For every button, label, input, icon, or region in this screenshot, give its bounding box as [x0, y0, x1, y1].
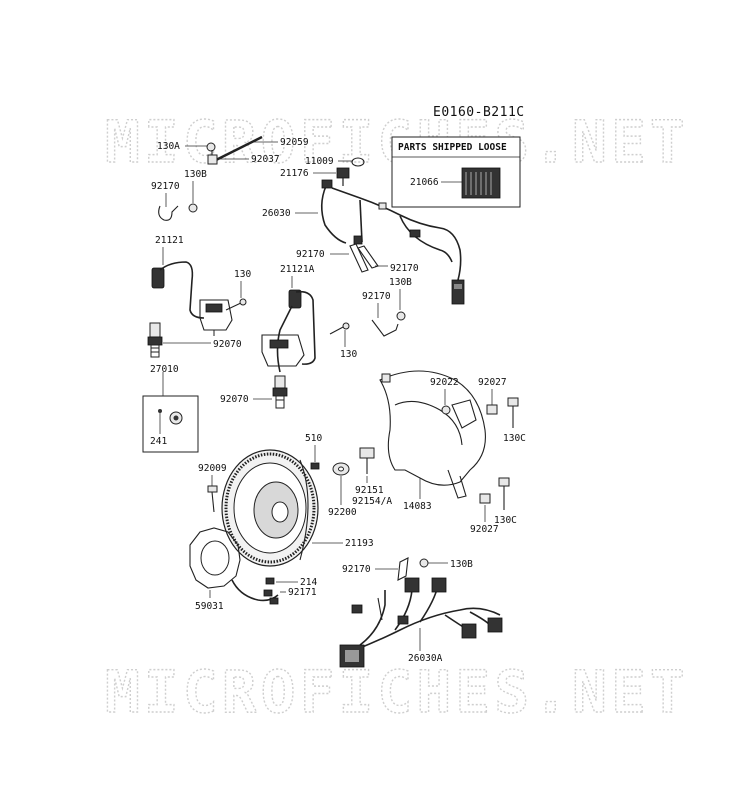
flywheel-21193[interactable] — [221, 449, 319, 567]
ignition-coil-21121[interactable] — [151, 261, 233, 336]
callout-92170-d[interactable]: 92170 — [362, 291, 391, 302]
parts-shipped-loose-box: PARTS SHIPPED LOOSE 21066 — [391, 136, 521, 208]
callout-92151[interactable]: 92151 — [355, 485, 384, 496]
callout-92170-e[interactable]: 92170 — [342, 564, 371, 575]
kit-box-27010: 27010 241 — [142, 364, 199, 453]
bolt-130-a[interactable] — [225, 298, 247, 311]
callout-130C-b[interactable]: 130C — [494, 515, 517, 526]
rod-92059[interactable] — [215, 135, 263, 162]
key-510[interactable] — [310, 462, 320, 470]
callout-21121[interactable]: 21121 — [155, 235, 184, 246]
callout-130-a[interactable]: 130 — [234, 269, 251, 280]
part-241[interactable] — [169, 411, 183, 425]
clip-92037[interactable] — [207, 154, 218, 165]
callout-26030[interactable]: 26030 — [262, 208, 291, 219]
harness-26030A[interactable] — [339, 577, 503, 668]
terminal-214[interactable] — [265, 577, 275, 585]
washer-92200[interactable] — [332, 462, 350, 476]
callout-214[interactable]: 214 — [300, 577, 317, 588]
bolt-130C-a[interactable] — [507, 397, 519, 428]
bolt-130C-b[interactable] — [498, 477, 510, 510]
harness-26030[interactable] — [320, 179, 465, 305]
callout-21066[interactable]: 21066 — [410, 177, 439, 188]
clamp-92170-c[interactable] — [357, 245, 379, 269]
diagram-code: E0160-B211C — [433, 105, 525, 120]
callout-92037[interactable]: 92037 — [251, 154, 280, 165]
spark-plug-92070-b[interactable] — [272, 375, 288, 409]
clamp-92170-d[interactable] — [371, 319, 399, 337]
bolt-92009[interactable] — [207, 485, 218, 513]
bolt-130B-b[interactable] — [396, 311, 406, 321]
callout-27010[interactable]: 27010 — [150, 364, 179, 375]
switch-21176[interactable] — [336, 167, 350, 186]
bolt-130A[interactable] — [206, 142, 216, 152]
bolt-130B-a[interactable] — [188, 203, 198, 213]
callout-241[interactable]: 241 — [150, 436, 167, 447]
callout-130C-a[interactable]: 130C — [503, 433, 526, 444]
watermark-bottom: MICROFICHES.NET — [105, 658, 689, 726]
callout-21121A[interactable]: 21121A — [280, 264, 315, 275]
callout-92171[interactable]: 92171 — [288, 587, 317, 598]
callout-130A[interactable]: 130A — [157, 141, 180, 152]
collar-92027-b[interactable] — [479, 493, 491, 504]
clamp-92170-a[interactable] — [158, 205, 179, 221]
callout-21193[interactable]: 21193 — [345, 538, 374, 549]
clamp-92170-b[interactable] — [349, 243, 369, 273]
callout-130B-c[interactable]: 130B — [450, 559, 473, 570]
spark-plug-92070-a[interactable] — [147, 322, 163, 358]
callout-92022[interactable]: 92022 — [430, 377, 459, 388]
callout-92059[interactable]: 92059 — [280, 137, 309, 148]
shipped-loose-title: PARTS SHIPPED LOOSE — [398, 142, 507, 153]
clamp-92170-e[interactable] — [397, 557, 409, 581]
collar-92027-a[interactable] — [486, 404, 498, 415]
bolt-130-b[interactable] — [329, 322, 350, 335]
callout-92200[interactable]: 92200 — [328, 507, 357, 518]
callout-92009[interactable]: 92009 — [198, 463, 227, 474]
callout-130B-a[interactable]: 130B — [184, 169, 207, 180]
bolt-92151[interactable] — [359, 447, 375, 474]
callout-92170-b[interactable]: 92170 — [296, 249, 325, 260]
callout-92070-a[interactable]: 92070 — [213, 339, 242, 350]
callout-11009[interactable]: 11009 — [305, 156, 334, 167]
gasket-11009[interactable] — [351, 157, 365, 167]
callout-92170-a[interactable]: 92170 — [151, 181, 180, 192]
callout-92027-a[interactable]: 92027 — [478, 377, 507, 388]
callout-92070-b[interactable]: 92070 — [220, 394, 249, 405]
stator-59031[interactable] — [189, 527, 279, 605]
callout-130-b[interactable]: 130 — [340, 349, 357, 360]
callout-130B-b[interactable]: 130B — [389, 277, 412, 288]
callout-59031[interactable]: 59031 — [195, 601, 224, 612]
housing-14083[interactable] — [379, 370, 486, 499]
callout-92154A[interactable]: 92154/A — [352, 496, 392, 507]
callout-510[interactable]: 510 — [305, 433, 322, 444]
regulator-21066[interactable] — [461, 167, 501, 199]
callout-14083[interactable]: 14083 — [403, 501, 432, 512]
callout-92027-b[interactable]: 92027 — [470, 524, 499, 535]
callout-21176[interactable]: 21176 — [280, 168, 309, 179]
callout-26030A[interactable]: 26030A — [408, 653, 443, 664]
callout-92170-c[interactable]: 92170 — [390, 263, 419, 274]
ignition-coil-21121A[interactable] — [261, 289, 316, 373]
bolt-130B-c[interactable] — [419, 558, 429, 568]
